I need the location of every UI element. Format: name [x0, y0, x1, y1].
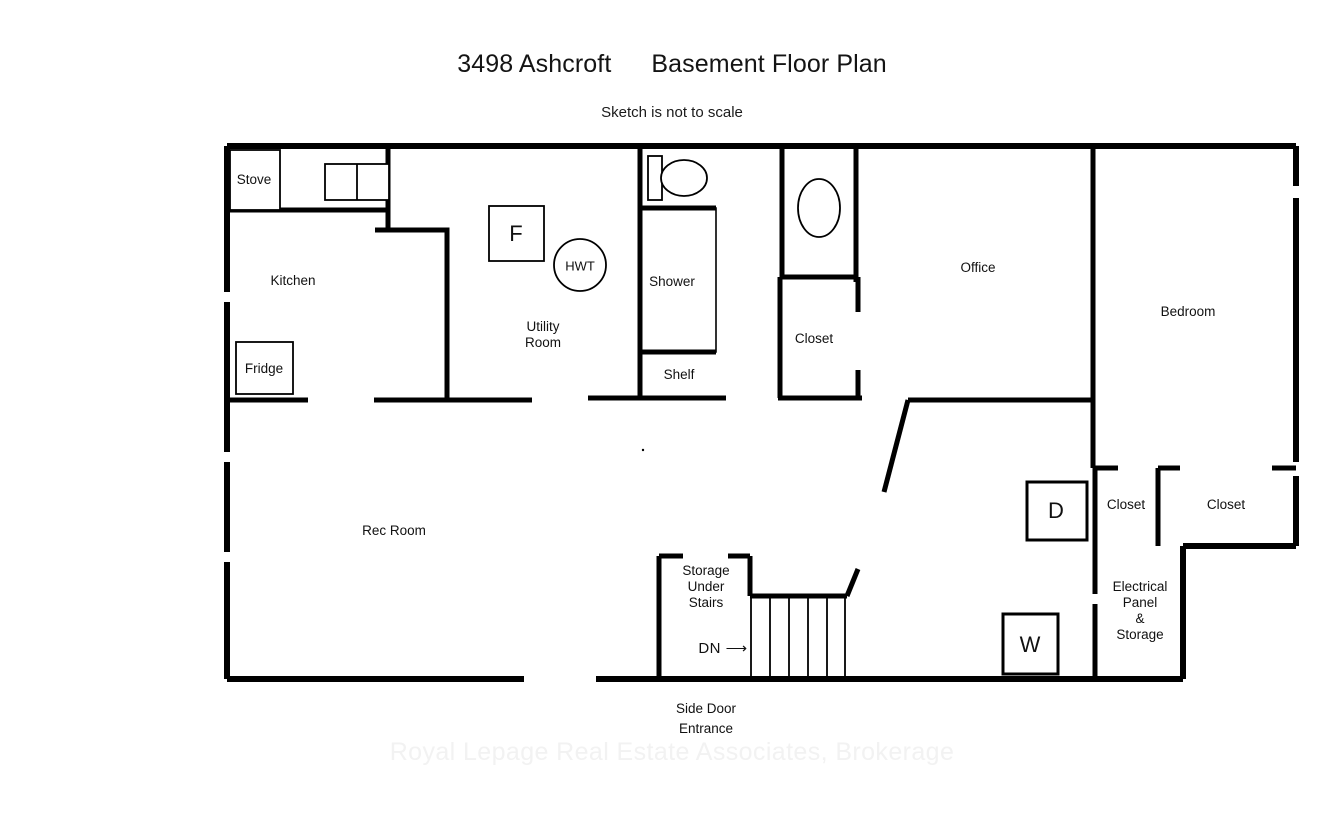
page-title: 3498 Ashcroft Basement Floor Plan [0, 50, 1344, 79]
furnace-outline [488, 205, 545, 262]
vanity-sink-outline [797, 178, 841, 238]
title-plan-name: Basement Floor Plan [651, 50, 887, 78]
page-subtitle: Sketch is not to scale [601, 104, 743, 121]
washer-outline [1001, 612, 1060, 676]
door-swings [844, 399, 911, 597]
door-stair-diagonal [844, 568, 861, 597]
fixtures-outlines [229, 149, 1089, 676]
shower-box [643, 207, 717, 353]
dryer-outline [1025, 480, 1089, 542]
interior-walls [227, 146, 1296, 679]
exterior-walls [224, 143, 1299, 682]
stove-outline [229, 149, 281, 211]
door-office-diagonal [881, 399, 911, 493]
title-address: 3498 Ashcroft [457, 50, 612, 78]
hot-water-tank-outline [553, 238, 607, 292]
minor-marks [641, 448, 645, 452]
toilet-tank-outline [647, 155, 663, 201]
stair-treads [750, 598, 846, 678]
wall-pantry-closet [375, 227, 450, 402]
floor-drain-dot [641, 448, 645, 452]
toilet-bowl-outline [660, 159, 708, 197]
fridge-outline [235, 341, 294, 395]
